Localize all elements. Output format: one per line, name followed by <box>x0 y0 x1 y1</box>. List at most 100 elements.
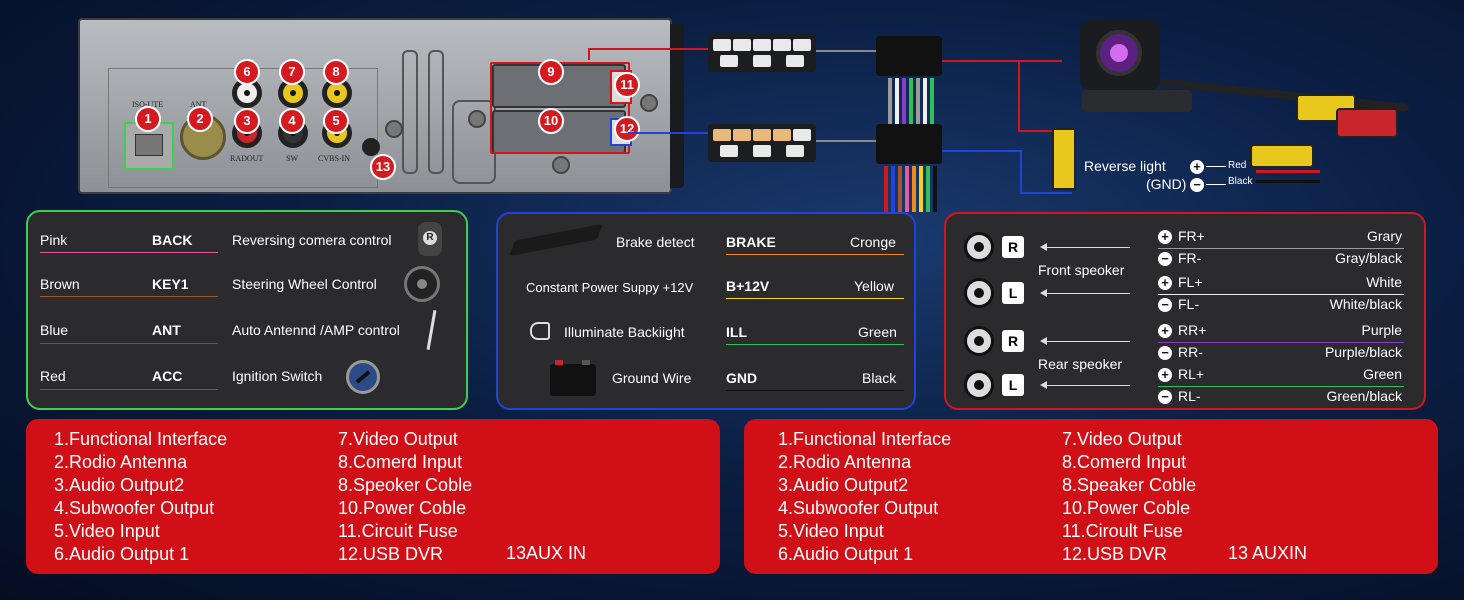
wire-code: ILL <box>726 324 747 340</box>
cvbs-label: CVBS-IN <box>318 154 351 163</box>
legend-item: 4.Subwoofer Output <box>54 498 215 518</box>
channel-name: RL+ <box>1178 366 1205 382</box>
wire-color: Blue <box>40 322 69 338</box>
screw-icon <box>552 156 570 174</box>
wire-desc: Auto Antennd /AMP control <box>232 322 400 338</box>
channel-name: RR+ <box>1178 322 1207 338</box>
reverse-black-wire <box>1256 180 1320 183</box>
headlight-icon <box>530 322 550 340</box>
channel-underline <box>1158 342 1404 343</box>
ant-label: ANT <box>190 100 207 109</box>
badge-12: 12 <box>614 116 640 142</box>
wire-code: BACK <box>152 232 193 248</box>
channel-name: RL- <box>1178 388 1201 404</box>
wire-underline <box>726 254 904 255</box>
plus-icon: + <box>1158 230 1172 244</box>
channel-name: FL+ <box>1178 274 1203 290</box>
channel-name: RR- <box>1178 344 1203 360</box>
legend-item: 11.Ciroult Fuse <box>1062 521 1183 541</box>
steering-wheel-icon <box>404 266 440 302</box>
channel-name: FR+ <box>1178 228 1205 244</box>
battery-icon <box>550 360 596 396</box>
wire-underline <box>40 343 218 344</box>
camera-cable <box>1159 78 1410 113</box>
channel-color: Green <box>1363 366 1402 382</box>
arrow-icon <box>1040 337 1130 345</box>
aux-in-port <box>362 138 380 156</box>
speaker-harness-connector <box>708 34 816 72</box>
power-harness-connector <box>708 124 816 162</box>
camera-wire-blue <box>1020 192 1072 194</box>
badge-9: 9 <box>538 59 564 85</box>
badge-10: 10 <box>538 108 564 134</box>
legend-item: 1.Functional Interface <box>778 429 952 449</box>
legend-item: 8.Speaker Coble <box>1062 475 1197 495</box>
wire-color: Brown <box>40 276 80 292</box>
wire <box>895 78 899 124</box>
blue-wire-panel: Brake detect BRAKE Cronge Constant Power… <box>496 212 916 410</box>
wire <box>909 78 913 124</box>
vent-slot <box>402 50 418 174</box>
speaker-icon <box>964 232 994 262</box>
wire <box>905 166 909 212</box>
minus-icon: − <box>1158 298 1172 312</box>
speaker-wire-line <box>588 48 710 50</box>
brake-lever-icon <box>509 223 603 257</box>
right-channel-badge: R <box>1002 330 1024 352</box>
front-speaker-label: Front speoker <box>1038 262 1125 278</box>
reverse-plus-line <box>1206 166 1226 167</box>
badge-11: 11 <box>614 72 640 98</box>
legend-extra: 13 AUXIN <box>1228 543 1308 563</box>
legend-item: 8.Comerd Input <box>1062 452 1187 472</box>
legend-item: 5.Video Input <box>54 521 160 541</box>
wire-code: ANT <box>152 322 181 338</box>
wire <box>926 166 930 212</box>
legend-item: 12.USB DVR <box>1062 544 1168 564</box>
camera-rca-red <box>1336 108 1398 138</box>
camera-mount <box>1082 90 1192 112</box>
channel-name: FR- <box>1178 250 1202 266</box>
plus-icon: + <box>1190 160 1204 174</box>
wire <box>898 166 902 212</box>
camera-wire-blue <box>1020 150 1022 194</box>
legend-item: 7.Video Output <box>338 429 458 449</box>
channel-underline <box>1158 248 1404 249</box>
antenna-icon <box>426 310 437 350</box>
minus-icon: − <box>1158 346 1172 360</box>
camera-rca-yellow <box>1250 144 1314 168</box>
wire-underline <box>726 298 904 299</box>
speaker-wire-panel: R L R L Front speoker Rear speoker +FR+G… <box>944 212 1426 410</box>
iso-label: ISO-UTE <box>132 100 164 109</box>
wire-color: Green <box>858 324 897 340</box>
vent-slot <box>428 50 444 174</box>
badge-13: 13 <box>370 154 396 180</box>
speaker-wire-line <box>588 48 590 60</box>
red-wire-label: Red <box>1228 160 1247 171</box>
wire <box>884 166 888 212</box>
wire-code: ACC <box>152 368 183 384</box>
badge-3: 3 <box>234 108 260 134</box>
badge-8: 8 <box>323 59 349 85</box>
channel-color: Gray/black <box>1335 250 1402 266</box>
badge-4: 4 <box>279 108 305 134</box>
channel-underline <box>1158 294 1404 295</box>
reverse-minus-line <box>1206 184 1226 185</box>
wire <box>930 78 934 124</box>
channel-color: White <box>1366 274 1402 290</box>
speaker-icon <box>964 278 994 308</box>
iso-plug-speaker <box>876 36 942 76</box>
left-channel-badge: L <box>1002 282 1024 304</box>
legend-item: 11.Circuit Fuse <box>338 521 458 541</box>
badge-5: 5 <box>323 108 349 134</box>
legend-item: 3.Audio Output2 <box>778 475 909 495</box>
wire-code: B+12V <box>726 278 770 294</box>
wire-color: Cronge <box>850 234 896 250</box>
legend-item: 1.Functional Interface <box>54 429 228 449</box>
wire-code: KEY1 <box>152 276 189 292</box>
wire-color: Yellow <box>854 278 894 294</box>
minus-icon: − <box>1190 178 1204 192</box>
